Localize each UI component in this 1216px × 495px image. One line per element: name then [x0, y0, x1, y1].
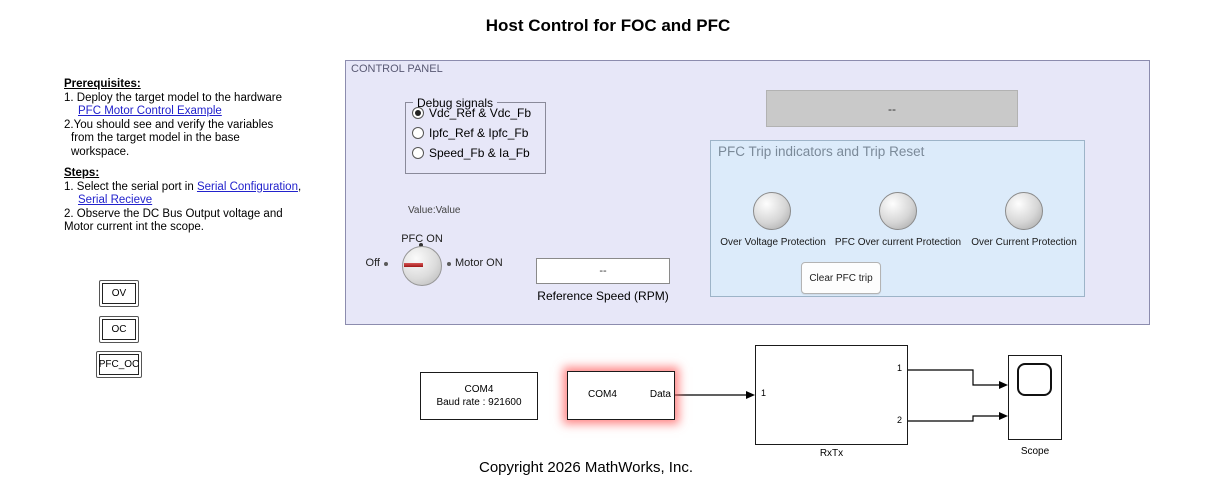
goto-block-ov[interactable]: OV — [99, 280, 139, 307]
serial-receive-block[interactable] — [567, 371, 675, 420]
knob-needle-icon — [404, 263, 423, 267]
wire-rxtx1-to-scope — [908, 369, 1000, 386]
knob-label-off: Off — [365, 257, 380, 269]
over-current-lamp-icon — [1005, 192, 1043, 230]
rxtx-in-port-label: 1 — [761, 388, 767, 398]
radio-option-speed[interactable]: Speed_Fb & Ia_Fb — [412, 146, 530, 160]
control-panel-label: CONTROL PANEL — [351, 63, 443, 75]
clear-pfc-trip-button[interactable]: Clear PFC trip — [801, 262, 881, 294]
serial-receive-port-name: COM4 — [588, 389, 617, 400]
goto-block-ov-label: OV — [102, 283, 136, 304]
knob-tick-icon — [447, 262, 451, 266]
radio-button-icon[interactable] — [412, 107, 424, 119]
arrowhead-icon — [746, 391, 755, 399]
prereq-line-2a: 2.You should see and verify the variable… — [64, 118, 274, 131]
goto-block-pfc-oc-label: PFC_OC — [99, 354, 139, 375]
scope-screen-icon — [1017, 363, 1052, 396]
scope-block-name: Scope — [1020, 446, 1050, 457]
instructions-note: Prerequisites: 1. Deploy the target mode… — [64, 78, 354, 235]
wire-rxtx2-to-scope — [908, 415, 1000, 422]
prereq-line-2c: workspace. — [71, 145, 130, 158]
radio-option-vdc[interactable]: Vdc_Ref & Vdc_Fb — [412, 106, 531, 120]
goto-block-oc[interactable]: OC — [99, 316, 139, 343]
over-voltage-lamp-label: Over Voltage Protection — [720, 237, 826, 248]
serial-receive-link[interactable]: Serial Recieve — [78, 194, 153, 206]
rxtx-block-name: RxTx — [819, 448, 844, 459]
reference-speed-label: Reference Speed (RPM) — [537, 289, 669, 303]
prereq-line-1: 1. Deploy the target model to the hardwa… — [64, 91, 282, 104]
goto-block-oc-label: OC — [102, 319, 136, 340]
rxtx-out-port-1-label: 1 — [896, 363, 902, 373]
prerequisites-heading: Prerequisites: — [64, 78, 141, 90]
knob-label-pfc-on: PFC ON — [401, 233, 443, 245]
radio-option-speed-label: Speed_Fb & Ia_Fb — [429, 146, 530, 160]
step-1-line: 1. Select the serial port in Serial Conf… — [64, 181, 354, 195]
radio-button-icon[interactable] — [412, 147, 424, 159]
arrowhead-icon — [999, 381, 1008, 389]
radio-button-icon[interactable] — [412, 127, 424, 139]
copyright-text: Copyright 2026 MathWorks, Inc. — [479, 459, 693, 476]
debug-signals-title: Debug signals — [413, 96, 498, 110]
serial-config-port: COM4 — [464, 384, 494, 395]
step-2-line2: Motor current int the scope. — [64, 221, 204, 233]
radio-option-ipfc-label: Ipfc_Ref & Ipfc_Fb — [429, 126, 529, 140]
value-caption: Value:Value — [408, 205, 461, 216]
pfc-over-current-lamp-label: PFC Over current Protection — [834, 237, 962, 248]
serial-config-baud: Baud rate : 921600 — [436, 397, 522, 408]
serial-configuration-link[interactable]: Serial Configuration — [196, 180, 298, 193]
arrowhead-icon — [999, 412, 1008, 420]
serial-receive-out-port-label: Data — [649, 389, 671, 400]
step-2-line1: 2. Observe the DC Bus Output voltage and — [64, 207, 283, 220]
reference-speed-input[interactable]: -- — [536, 258, 670, 284]
step-1-text: 1. Select the serial port in — [64, 180, 197, 193]
serial-configuration-block[interactable]: COM4 Baud rate : 921600 — [420, 372, 538, 420]
goto-block-pfc-oc[interactable]: PFC_OC — [96, 351, 142, 378]
step-1-comma: , — [297, 180, 302, 193]
over-voltage-lamp-icon — [753, 192, 791, 230]
model-title: Host Control for FOC and PFC — [485, 16, 731, 35]
knob-tick-icon — [419, 243, 423, 247]
knob-tick-icon — [384, 262, 388, 266]
pfc-over-current-lamp-icon — [879, 192, 917, 230]
knob-label-motor-on: Motor ON — [455, 257, 503, 269]
status-display: -- — [766, 90, 1018, 127]
steps-heading: Steps: — [64, 167, 100, 179]
rxtx-out-port-2-label: 2 — [896, 415, 902, 425]
prereq-line-2b: from the target model in the base — [71, 132, 240, 144]
radio-option-ipfc[interactable]: Ipfc_Ref & Ipfc_Fb — [412, 126, 528, 140]
pfc-trip-panel-title: PFC Trip indicators and Trip Reset — [718, 144, 925, 159]
over-current-lamp-label: Over Current Protection — [971, 237, 1077, 248]
radio-option-vdc-label: Vdc_Ref & Vdc_Fb — [429, 106, 532, 120]
rxtx-subsystem-block[interactable] — [755, 345, 908, 445]
pfc-motor-control-link[interactable]: PFC Motor Control Example — [78, 105, 222, 117]
